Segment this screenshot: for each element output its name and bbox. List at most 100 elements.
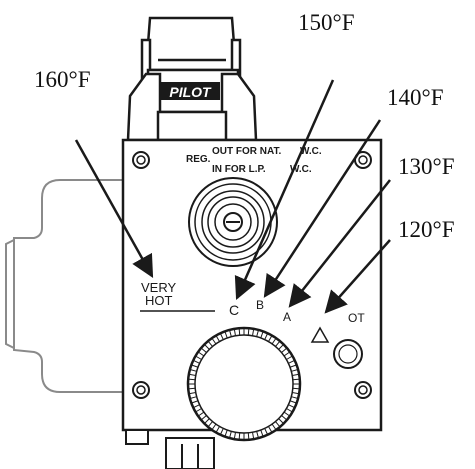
pilot-text: PILOT: [169, 84, 212, 100]
dial-knurl-tick: [188, 392, 196, 395]
dial-knurl-tick: [286, 355, 293, 360]
dial-knurl-tick: [292, 392, 300, 395]
hot-text: HOT: [145, 293, 173, 308]
out-for-nat-text: OUT FOR NAT.: [212, 146, 281, 157]
arrow-160: [74, 139, 154, 278]
dial-knurl-tick: [256, 329, 259, 337]
dial-knurl-tick: [204, 418, 210, 424]
dial-knurl-tick: [268, 335, 273, 342]
pilot-badge: [160, 82, 220, 100]
dial-knurl-tick: [292, 387, 300, 390]
dial-knurl-tick: [291, 369, 299, 372]
dial-knurl-tick: [219, 428, 224, 435]
dial-knurl-tick: [291, 396, 299, 399]
pilot-housing: [126, 16, 258, 142]
dial-knurl-tick: [233, 328, 236, 336]
dial-knurl-tick: [211, 337, 217, 345]
dial-knurl-tick: [289, 364, 297, 368]
dial-knurl-tick: [197, 351, 205, 357]
temp-label-130: 130°F: [398, 154, 455, 179]
inlet-flange: [5, 239, 15, 349]
temp-label-160: 160°F: [34, 67, 91, 92]
dial-knurl-tick: [264, 333, 269, 340]
dial-knurl-tick: [252, 328, 255, 336]
dial-knurl-tick: [289, 400, 297, 404]
dial-knurl-tick: [271, 423, 277, 431]
temp-label-140: 140°F: [387, 85, 444, 110]
dial-knurl-tick: [288, 359, 295, 364]
dial-knurl-tick: [260, 331, 264, 339]
wc-text-2: W.C.: [290, 164, 312, 175]
dial-knurl-tick: [283, 351, 291, 357]
side-plug: [333, 339, 363, 369]
dial-knurl-tick: [260, 429, 264, 437]
arrow-150: [234, 79, 335, 301]
dial-knurl-tick: [195, 408, 202, 413]
dial-knurl-tick: [191, 364, 199, 368]
hot-partial-text: OT: [348, 311, 365, 325]
dial-knurl-tick: [278, 418, 284, 424]
dial-knurl-tick: [281, 415, 288, 421]
dial-knurl-tick: [207, 340, 213, 347]
dial-knurl-tick: [200, 347, 207, 353]
reg-text: REG.: [186, 154, 211, 165]
dial-knurl-tick: [188, 373, 196, 376]
gas-inlet-pipe: [13, 179, 123, 393]
dial-knurl-tick: [275, 340, 281, 347]
dial-knurl-tick: [197, 411, 205, 417]
arrow-140: [263, 119, 382, 298]
dial-knurl-tick: [193, 359, 200, 364]
dial-knurl-tick: [195, 355, 202, 360]
regulator-cap: [188, 177, 278, 267]
mark-b: B: [256, 298, 264, 312]
bottom-fitting: [125, 429, 215, 469]
dial-knurl-tick: [191, 400, 199, 404]
dial-knurl-tick: [215, 335, 220, 342]
dial-knurl-tick: [188, 378, 196, 381]
temp-label-120: 120°F: [398, 217, 455, 242]
dial-knurl-tick: [188, 387, 196, 390]
mark-c: C: [229, 302, 239, 318]
dial-knurl-tick: [256, 431, 259, 439]
dial-knurl-tick: [283, 411, 291, 417]
dial-knurl-tick: [238, 432, 241, 440]
screw-bottom-right: [354, 381, 372, 399]
temperature-dial[interactable]: [186, 326, 302, 442]
arrow-130: [288, 179, 391, 308]
dial-knurl-tick: [215, 426, 220, 433]
arrow-120: [324, 239, 391, 314]
dial-knurl-tick: [200, 415, 207, 421]
screw-top-left: [132, 151, 150, 169]
screw-bottom-left: [132, 381, 150, 399]
dial-knurl-tick: [281, 347, 288, 353]
mark-a: A: [283, 310, 291, 324]
dial-knurl-tick: [275, 421, 281, 428]
dial-knurl-tick: [224, 331, 228, 339]
dial-knurl-tick: [268, 426, 273, 433]
dial-knurl-tick: [229, 431, 232, 439]
dial-knurl-tick: [229, 329, 232, 337]
dial-knurl-tick: [292, 378, 300, 381]
dial-knurl-tick: [219, 333, 224, 340]
dial-knurl-tick: [211, 423, 217, 431]
dial-knurl-tick: [252, 432, 255, 440]
temp-label-150: 150°F: [298, 10, 355, 35]
dial-knurl-tick: [288, 404, 295, 409]
dial-knurl-tick: [189, 396, 197, 399]
dial-knurl-tick: [233, 432, 236, 440]
dial-knurl-tick: [278, 344, 284, 350]
wc-text-1: W.C.: [300, 146, 322, 157]
hot-triangle-mark: [310, 326, 330, 343]
dial-knurl-tick: [238, 328, 241, 336]
dial-knurl-tick: [247, 328, 250, 336]
in-for-lp-text: IN FOR L.P.: [212, 164, 266, 175]
dial-knurl-tick: [224, 429, 228, 437]
dial-knurl-tick: [207, 421, 213, 428]
dial-knurl-tick: [204, 344, 210, 350]
dial-knurl-tick: [292, 373, 300, 376]
dial-knurl-tick: [193, 404, 200, 409]
very-text: VERY: [141, 280, 176, 295]
dial-knurl-tick: [271, 337, 277, 345]
dial-knurl-tick: [264, 428, 269, 435]
